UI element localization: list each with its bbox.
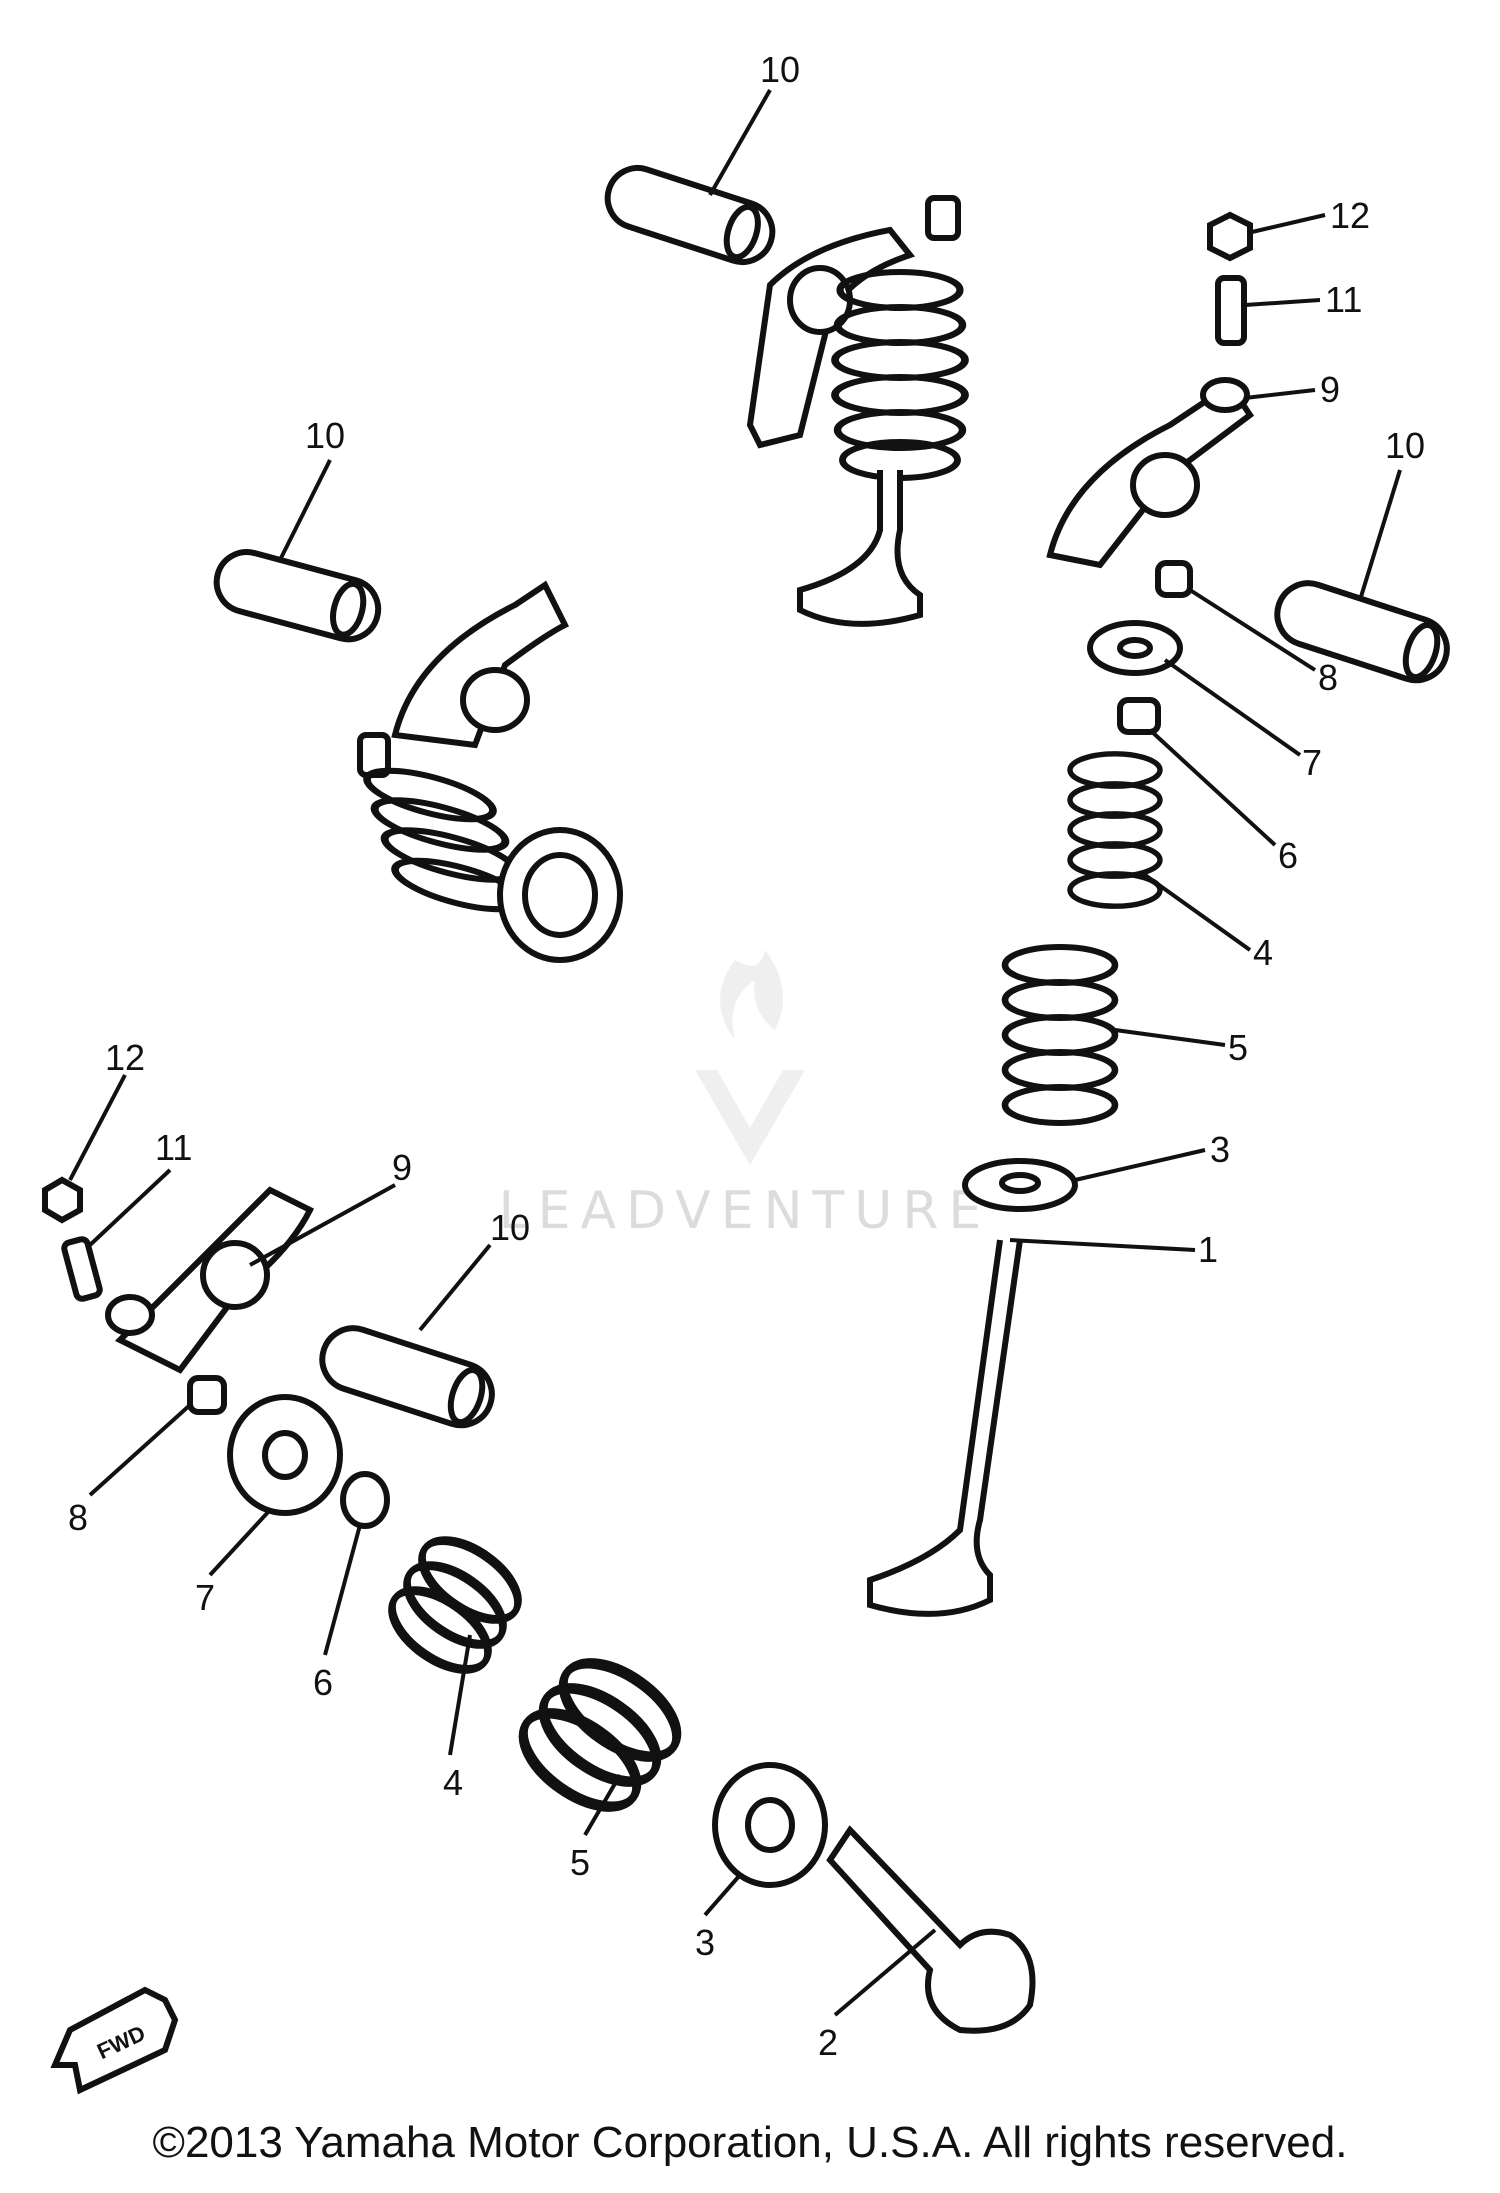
callout-1-top-right: 1 bbox=[1198, 1229, 1218, 1270]
callout-5-bottom-left: 5 bbox=[570, 1842, 590, 1883]
copyright-notice: ©2013 Yamaha Motor Corporation, U.S.A. A… bbox=[152, 2118, 1348, 2167]
callout-8-top-right: 8 bbox=[1318, 657, 1338, 698]
callout-10-bottom-left: 10 bbox=[490, 1207, 530, 1248]
callout-9-bottom-left: 9 bbox=[392, 1147, 412, 1188]
callout-2-bottom-left: 2 bbox=[818, 2022, 838, 2063]
assembly-top-center bbox=[604, 165, 965, 627]
callout-10-top-left: 10 bbox=[305, 415, 345, 456]
callout-12-bottom-left: 12 bbox=[105, 1037, 145, 1078]
callout-7-bottom-left: 7 bbox=[195, 1577, 215, 1618]
assembly-bottom-left bbox=[42, 1176, 1036, 2095]
callout-4-top-right: 4 bbox=[1253, 932, 1273, 973]
callout-10-top: 10 bbox=[760, 49, 800, 90]
callout-7-top-right: 7 bbox=[1302, 742, 1322, 783]
callout-11-bottom-left: 11 bbox=[155, 1127, 192, 1168]
assembly-top-left bbox=[213, 549, 623, 963]
callout-10-top-right: 10 bbox=[1385, 425, 1425, 466]
callout-6-bottom-left: 6 bbox=[313, 1662, 333, 1703]
callout-4-bottom-left: 4 bbox=[443, 1762, 463, 1803]
callout-12-top-right: 12 bbox=[1330, 195, 1370, 236]
watermark-logo bbox=[695, 950, 805, 1165]
callout-9-top-right: 9 bbox=[1320, 369, 1340, 410]
watermark-text: LEADVENTURE bbox=[499, 1181, 992, 1241]
leader-lines bbox=[68, 89, 1402, 2017]
callout-3-bottom-left: 3 bbox=[695, 1922, 715, 1963]
callout-3-top-right: 3 bbox=[1210, 1129, 1230, 1170]
callout-5-top-right: 5 bbox=[1228, 1027, 1248, 1068]
leader-10-top-left bbox=[278, 459, 332, 561]
callout-6-top-right: 6 bbox=[1278, 835, 1298, 876]
callout-8-bottom-left: 8 bbox=[68, 1497, 88, 1538]
assembly-top-right bbox=[867, 211, 1450, 1617]
callout-11-top-right: 11 bbox=[1325, 279, 1362, 320]
